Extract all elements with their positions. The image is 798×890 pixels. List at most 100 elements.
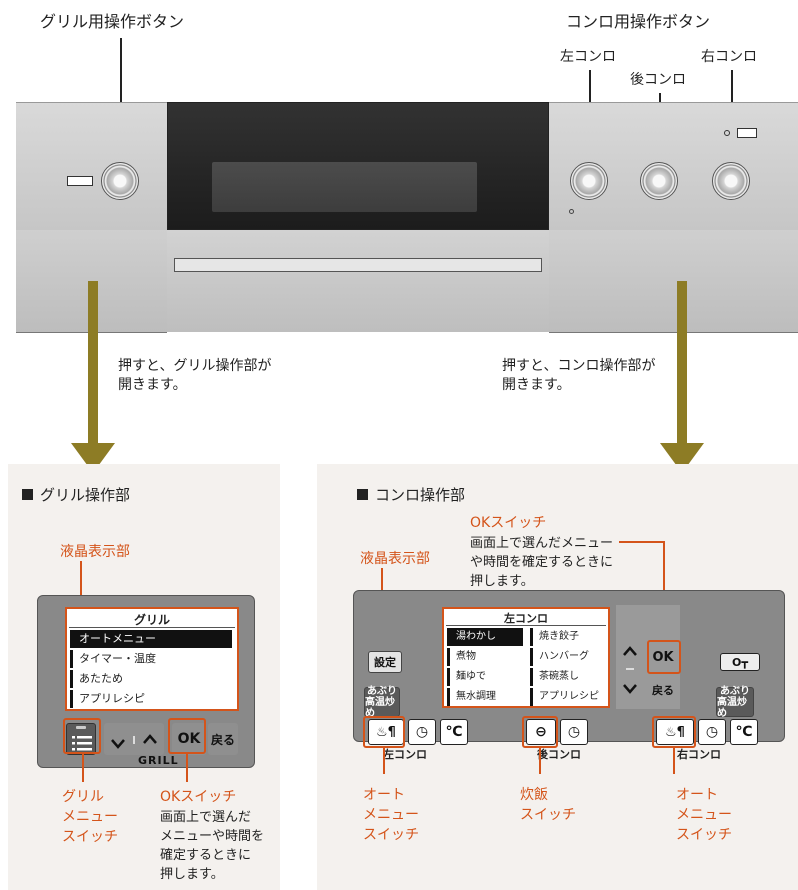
- chevron-down-icon[interactable]: [623, 684, 637, 694]
- chevron-up-icon[interactable]: [623, 646, 637, 656]
- clock-icon: ◷: [567, 724, 581, 740]
- konro-lcd-item[interactable]: 焼き餃子: [530, 628, 606, 646]
- grill-knob[interactable]: [101, 162, 139, 200]
- rear-timer-button[interactable]: ◷: [560, 719, 588, 745]
- grill-ok-leader: [186, 754, 188, 782]
- left-konro-knob[interactable]: [570, 162, 608, 200]
- konro-lcd-divider: [446, 625, 606, 626]
- grill-press-note-1: 押すと、グリル操作部が: [118, 358, 272, 374]
- konro-buttons-label: コンロ用操作ボタン: [566, 12, 711, 31]
- konro-device-left-label: 左コンロ: [383, 748, 427, 761]
- konro-ok-desc-2: や時間を確定するときに: [470, 555, 614, 570]
- konro-press-note-1: 押すと、コンロ操作部が: [502, 358, 656, 374]
- konro-lcd-item[interactable]: 麺ゆで: [447, 668, 523, 686]
- grill-down-up-button[interactable]: [104, 723, 164, 755]
- grill-callout-ok-desc-1: 画面上で選んだ: [160, 810, 252, 825]
- konro-heading-square: [357, 489, 368, 500]
- left-auto-callout-2: メニュー: [363, 807, 419, 823]
- konro-lcd-item[interactable]: 煮物: [447, 648, 523, 666]
- konro-lcd: 左コンロ 湯わかし 煮物 麺ゆで 無水調理 焼き餃子 ハンバーグ 茶碗蒸し アプ…: [442, 607, 610, 708]
- konro-press-note-2: 開きます。: [502, 377, 571, 393]
- grill-heading-square: [22, 489, 33, 500]
- left-konro-label: 左コンロ: [560, 49, 616, 65]
- right-auto-menu-highlight: [652, 716, 696, 748]
- left-auto-menu-highlight: [363, 716, 405, 748]
- grill-lcd: グリル オートメニュー タイマー・温度 あたため アプリレシピ: [65, 607, 239, 711]
- left-auto-menu-switch[interactable]: ♨¶: [368, 719, 404, 745]
- right-temp-button[interactable]: ℃: [730, 719, 758, 745]
- grill-indicator: [67, 176, 93, 186]
- lock-key-button[interactable]: O┳: [720, 653, 760, 671]
- clock-icon: ◷: [415, 724, 429, 740]
- clock-icon: ◷: [705, 724, 719, 740]
- konro-back-button[interactable]: 戻る: [650, 679, 676, 701]
- grill-lcd-leader-v: [80, 561, 82, 625]
- konro-lcd-item-selected[interactable]: 湯わかし: [447, 628, 523, 646]
- grill-lower-front: [167, 230, 549, 332]
- grill-lcd-item[interactable]: タイマー・温度: [70, 650, 232, 668]
- chevron-down-icon: [111, 739, 125, 749]
- aburi-label-2: 高温炒め: [717, 696, 747, 719]
- konro-control-device: 左コンロ 湯わかし 煮物 麺ゆで 無水調理 焼き餃子 ハンバーグ 茶碗蒸し アプ…: [353, 590, 785, 745]
- rear-konro-knob[interactable]: [640, 162, 678, 200]
- settings-button[interactable]: 設定: [368, 651, 402, 673]
- konro-open-arrow-shaft: [677, 281, 687, 444]
- grill-buttons-label: グリル用操作ボタン: [40, 12, 185, 31]
- right-auto-menu-switch[interactable]: ♨¶: [656, 719, 694, 745]
- grill-ok-button[interactable]: OK: [172, 723, 206, 755]
- aburi-right-button[interactable]: あぶり 高温炒め: [716, 685, 754, 719]
- rice-cooking-switch[interactable]: ⊖: [526, 719, 556, 745]
- grill-callout-ok-desc-2: メニューや時間を: [160, 829, 265, 844]
- grill-lcd-divider: [69, 627, 235, 628]
- aburi-left-button[interactable]: あぶり 高温炒め: [364, 686, 400, 719]
- rice-callout-1: 炊飯: [520, 787, 548, 803]
- grill-knob-leader: [120, 38, 122, 164]
- konro-ok-button[interactable]: OK: [650, 644, 676, 670]
- grill-callout-menu-1: グリル: [62, 789, 104, 805]
- konro-lower-panel[interactable]: [549, 230, 798, 333]
- left-timer-button[interactable]: ◷: [408, 719, 436, 745]
- konro-indicator-dot: [724, 130, 730, 136]
- grill-back-button[interactable]: 戻る: [208, 723, 238, 755]
- celsius-icon: ℃: [735, 724, 753, 740]
- konro-lcd-label: 液晶表示部: [360, 551, 430, 567]
- grill-callout-menu-2: メニュー: [62, 809, 118, 825]
- left-auto-callout-3: スイッチ: [363, 827, 419, 843]
- chevron-up-icon: [143, 734, 157, 744]
- led: [76, 726, 86, 729]
- grill-callout-menu-3: スイッチ: [62, 829, 118, 845]
- grill-panel-heading: グリル操作部: [40, 486, 131, 504]
- grill-lcd-item[interactable]: あたため: [70, 670, 232, 688]
- grill-lcd-item[interactable]: アプリレシピ: [70, 690, 232, 708]
- left-temp-button[interactable]: ℃: [440, 719, 468, 745]
- grill-handle: [174, 258, 542, 272]
- konro-ok-highlight: [647, 640, 681, 674]
- grill-ok-highlight: [168, 718, 206, 754]
- konro-lcd-item[interactable]: 茶碗蒸し: [530, 668, 606, 686]
- konro-lcd-item[interactable]: ハンバーグ: [530, 648, 606, 666]
- rice-callout-2: スイッチ: [520, 807, 576, 823]
- grill-upper-panel: [16, 102, 167, 232]
- konro-indicator: [737, 128, 757, 138]
- konro-ok-desc-1: 画面上で選んだメニュー: [470, 536, 614, 551]
- grill-press-note-2: 開きます。: [118, 377, 187, 393]
- aburi-label-1: あぶり: [720, 685, 750, 697]
- konro-lcd-item[interactable]: 無水調理: [447, 688, 523, 706]
- grill-callout-ok-desc-3: 確定するときに: [160, 848, 252, 863]
- grill-lcd-label: 液晶表示部: [60, 544, 130, 560]
- konro-lcd-item[interactable]: アプリレシピ: [530, 688, 606, 706]
- konro-ok-title: OKスイッチ: [470, 515, 547, 531]
- right-auto-callout-3: スイッチ: [676, 827, 732, 843]
- rear-konro-label: 後コンロ: [630, 72, 686, 88]
- grill-lcd-item-selected[interactable]: オートメニュー: [70, 630, 232, 648]
- konro-ok-leader-h: [619, 541, 665, 543]
- konro-ok-desc-3: 押します。: [470, 574, 534, 589]
- right-auto-callout-2: メニュー: [676, 807, 732, 823]
- grill-menu-switch[interactable]: [66, 723, 96, 755]
- right-timer-button[interactable]: ◷: [698, 719, 726, 745]
- konro-small-dot: [569, 209, 574, 214]
- right-konro-knob[interactable]: [712, 162, 750, 200]
- aburi-label-2: 高温炒め: [365, 696, 395, 719]
- left-auto-leader: [383, 748, 385, 774]
- grill-control-device: グリル オートメニュー タイマー・温度 あたため アプリレシピ OK 戻る GR…: [37, 595, 255, 768]
